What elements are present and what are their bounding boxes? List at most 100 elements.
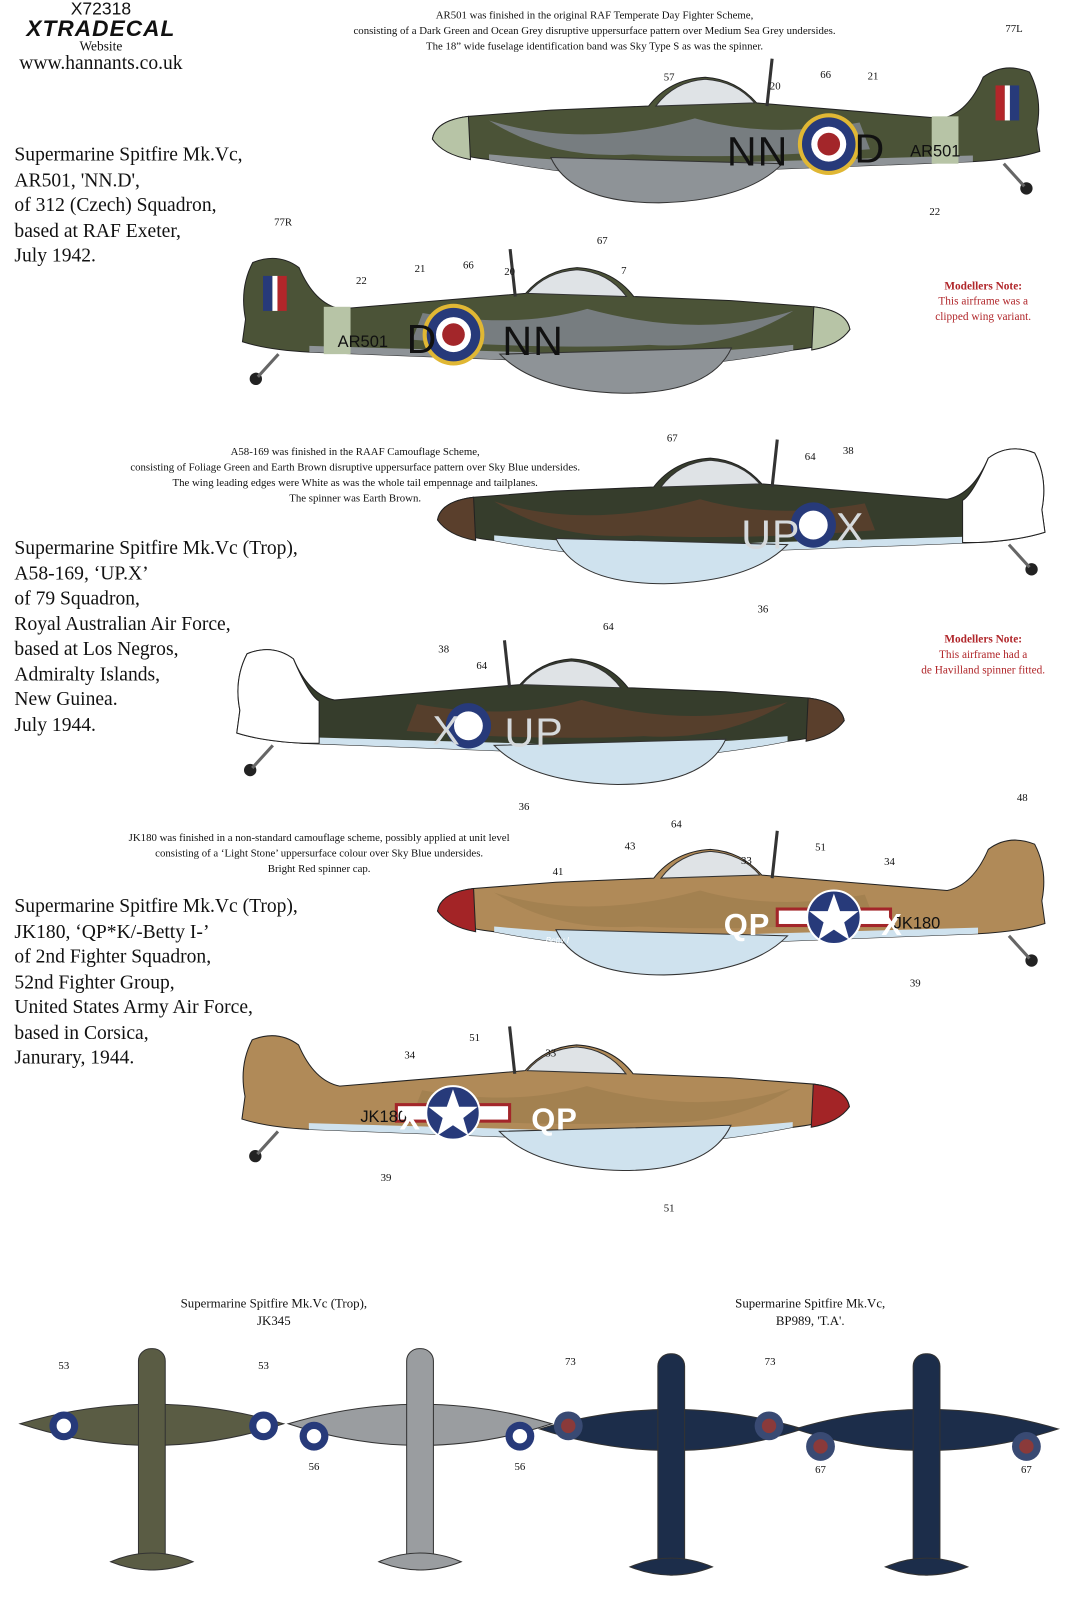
canopy: [526, 1046, 627, 1075]
camouflage-pattern: [412, 308, 794, 347]
decal-callout-number: 57: [663, 72, 675, 84]
title-line: of 2nd Fighter Squadron,: [14, 946, 212, 968]
jk345-lower-plan-view: [286, 1348, 554, 1571]
roundel-white: [454, 711, 483, 741]
decal-callout-number: 66: [463, 260, 474, 272]
note-line: JK180 was finished in a non-standard cam…: [128, 832, 510, 845]
decal-callout-number: 39: [380, 1172, 392, 1184]
decal-callout-number: 64: [476, 660, 488, 673]
decal-callout-number: 64: [804, 451, 816, 464]
decal-callout-number: 48: [1016, 792, 1028, 805]
camouflage-pattern: [406, 700, 788, 738]
note-line: The 18” wide fuselage identification ban…: [425, 41, 764, 53]
title-line: July 1944.: [14, 713, 96, 736]
aircraft-letter: X: [399, 1102, 422, 1137]
title-line: July 1942.: [14, 245, 96, 267]
title-line: of 312 (Czech) Squadron,: [14, 194, 217, 217]
tail-wheel-leg: [1007, 543, 1031, 569]
roundel-white: [798, 510, 828, 540]
decal-callout-number: 33: [545, 1048, 557, 1060]
aircraft-letter: X: [881, 908, 903, 942]
white-tail: [962, 448, 1046, 544]
spitfire-jk180-port-profile: [436, 830, 1046, 976]
spitfire-a58-169-starboard-profile: [236, 640, 845, 785]
product-code: X72318: [70, 0, 132, 19]
decal-callout-number: 77R: [274, 217, 293, 229]
modellers-note-heading: Modellers Note:: [944, 633, 1023, 646]
serial-number: JK180: [893, 915, 941, 933]
aircraft-letter: X: [835, 505, 865, 551]
note-line: Bright Red spinner cap.: [267, 863, 371, 876]
aircraft-letter: D: [854, 126, 886, 172]
title-line: United States Army Air Force,: [14, 996, 253, 1019]
decal-callout-number: 64: [670, 819, 682, 831]
decal-callout-number: 20: [769, 81, 781, 93]
roundel-red: [817, 132, 841, 156]
note-line: The wing leading edges were White as was…: [172, 477, 538, 490]
tailplane: [377, 1552, 463, 1571]
decal-callout-number: 34: [884, 856, 895, 868]
wing-underside: [555, 929, 789, 976]
roundel-center: [561, 1418, 576, 1434]
spinner: [810, 1083, 850, 1128]
canopy: [526, 269, 628, 298]
nose-art: Betty I: [545, 935, 569, 946]
identification-band: [323, 306, 351, 355]
title-line: based at RAF Exeter,: [14, 219, 181, 242]
decal-callout-number: 64: [603, 621, 614, 634]
title-line: Janurary, 1944.: [14, 1047, 135, 1069]
note-line: AR501 was finished in the original RAF T…: [435, 10, 754, 22]
decal-callout-number: 38: [438, 644, 450, 656]
squadron-code: QP: [723, 908, 771, 942]
note-line: The spinner was Earth Brown.: [289, 493, 422, 505]
bp989-lower-plan-view: [793, 1353, 1061, 1576]
squadron-code: UP: [504, 710, 564, 756]
title-line: Supermarine Spitfire Mk.Vc,: [14, 144, 243, 166]
decal-callout-number: 51: [815, 842, 826, 854]
aerial-mast: [770, 830, 779, 879]
plan-caption-jk345: Supermarine Spitfire Mk.Vc (Trop), JK345: [119, 1295, 428, 1330]
decal-callout-number: 67: [666, 433, 678, 445]
website-url[interactable]: www.hannants.co.uk: [19, 52, 183, 75]
squadron-code: NN: [726, 129, 789, 176]
decal-callout-number: 66: [820, 70, 832, 82]
decal-callout-number: 21: [414, 263, 426, 275]
decal-callout-number: 73: [564, 1356, 576, 1369]
decal-callout-number: 67: [1021, 1464, 1032, 1477]
decal-callout-number: 51: [469, 1032, 481, 1044]
canopy: [520, 660, 622, 689]
roundel-center: [256, 1418, 271, 1434]
fin-flash-red: [277, 275, 287, 311]
decal-callout-number: 51: [663, 1203, 675, 1215]
aerial-mast: [770, 439, 779, 488]
spinner: [436, 496, 477, 542]
squadron-code: UP: [741, 512, 801, 558]
tail-wheel-leg: [251, 744, 274, 770]
caption-line: Supermarine Spitfire Mk.Vc (Trop),: [180, 1296, 368, 1311]
decal-callout-number: 21: [867, 71, 879, 83]
spinner: [805, 697, 845, 742]
note-line: This airframe was a: [938, 295, 1028, 308]
fin-flash-blue: [263, 275, 273, 311]
scheme1-title: Supermarine Spitfire Mk.Vc, AR501, 'NN.D…: [14, 143, 242, 269]
title-line: Admiralty Islands,: [14, 663, 161, 686]
wing-underside: [549, 156, 784, 204]
decal-callout-number: 67: [815, 1464, 826, 1477]
caption-line: Supermarine Spitfire Mk.Vc,: [735, 1296, 886, 1311]
decal-callout-number: 56: [308, 1461, 320, 1474]
title-line: Royal Australian Air Force,: [14, 613, 231, 635]
wing-underside: [492, 738, 727, 785]
roundel-red: [442, 323, 465, 346]
aerial-mast: [502, 640, 512, 688]
aerial-mast: [508, 1026, 517, 1074]
decal-callout-number: 56: [514, 1461, 526, 1474]
decal-callout-number: 7: [621, 265, 627, 277]
title-line: based at Los Negros,: [14, 638, 179, 660]
scheme2-title: Supermarine Spitfire Mk.Vc (Trop), A58-1…: [14, 536, 297, 738]
title-line: A58-169, ‘UP.X’: [14, 562, 149, 585]
brand-name: XTRADECAL: [26, 15, 176, 42]
note-line: A58-169 was finished in the RAAF Camoufl…: [230, 446, 480, 459]
roundel-center: [761, 1418, 777, 1434]
fin-flash-blue: [1009, 85, 1020, 121]
title-line: 52nd Fighter Group,: [14, 971, 175, 993]
